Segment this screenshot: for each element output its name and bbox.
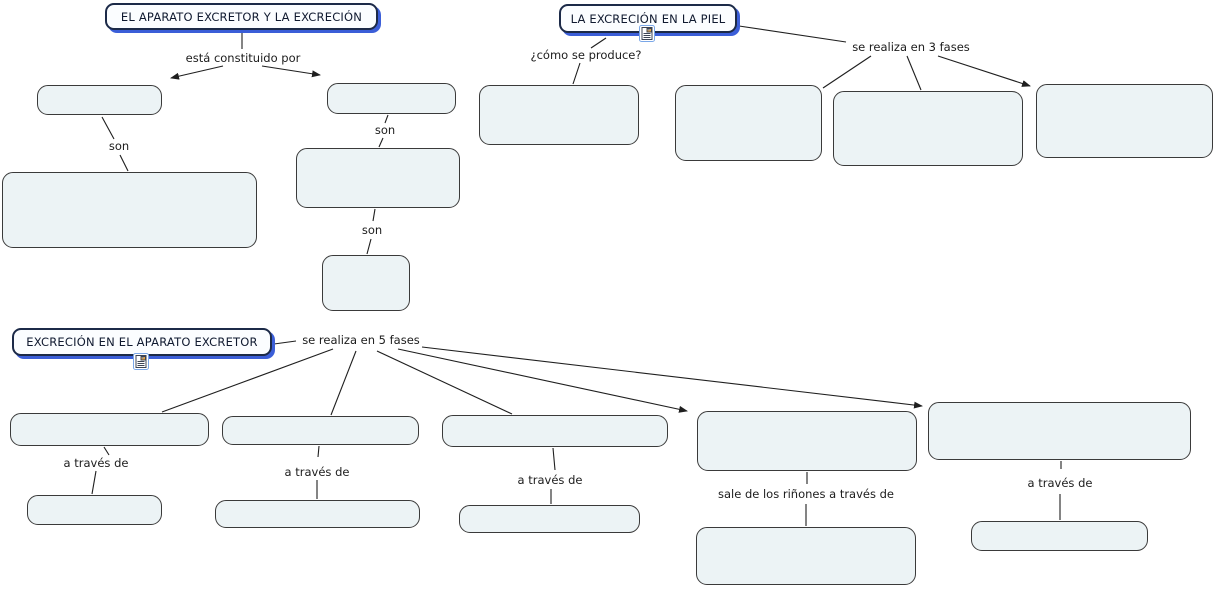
connector-line <box>552 447 556 471</box>
concept-box-traves5[interactable] <box>971 521 1148 551</box>
concept-box-piel-fase3[interactable] <box>1036 84 1213 158</box>
concept-box-traves4[interactable] <box>696 527 916 585</box>
concept-box-piel-fase2[interactable] <box>833 91 1023 166</box>
connector-line <box>378 137 384 148</box>
connector-line <box>376 350 513 415</box>
title-text: EXCRECIÓN EN EL APARATO EXCRETOR <box>26 335 258 349</box>
title-text: EL APARATO EXCRETOR Y LA EXCRECIÓN <box>120 9 363 24</box>
connector-line <box>317 445 320 458</box>
linking-phrase-se-realiza-5-fases[interactable]: se realiza en 5 fases <box>302 333 420 347</box>
linking-phrase-son-3[interactable]: son <box>361 223 383 237</box>
concept-box-traves3[interactable] <box>459 505 640 533</box>
connector-arrow <box>170 65 224 80</box>
concept-box-fase3[interactable] <box>442 415 668 447</box>
linking-phrase-se-realiza-3-fases[interactable]: se realiza en 3 fases <box>852 40 970 54</box>
concept-box-left-large[interactable] <box>2 172 257 248</box>
connector-arrow <box>261 65 321 78</box>
connector-line <box>101 116 115 140</box>
connector-line <box>330 350 357 416</box>
concept-box-mid-small[interactable] <box>322 255 410 311</box>
concept-box-fase1[interactable] <box>10 413 209 446</box>
linking-phrase-a-traves-de-3[interactable]: a través de <box>517 473 583 487</box>
linking-phrase-a-traves-de-1[interactable]: a través de <box>63 456 129 470</box>
linking-phrase-a-traves-de-5[interactable]: a través de <box>1027 476 1093 490</box>
linking-phrase-son-2[interactable]: son <box>374 123 396 137</box>
connector-line <box>822 55 872 89</box>
connector-line <box>103 446 110 456</box>
linking-phrase-son-1[interactable]: son <box>108 139 130 153</box>
connector-line <box>372 208 376 222</box>
resource-icon[interactable] <box>133 353 149 370</box>
connector-line <box>273 340 297 345</box>
concept-box-fase4[interactable] <box>697 411 917 471</box>
title-node-excrecion-aparato[interactable]: EXCRECIÓN EN EL APARATO EXCRETOR <box>12 328 272 356</box>
linking-phrase-sale-rinones[interactable]: sale de los riñones a través de <box>717 487 895 501</box>
connector-line <box>366 238 372 255</box>
concept-box-traves1[interactable] <box>27 495 162 525</box>
connector-arrow <box>397 348 688 413</box>
connector-line <box>906 55 922 91</box>
concept-box-produce[interactable] <box>479 85 639 145</box>
connector-arrow <box>937 55 1031 87</box>
title-node-aparato-excretor[interactable]: EL APARATO EXCRETOR Y LA EXCRECIÓN <box>105 3 378 30</box>
concept-box-fase5[interactable] <box>928 402 1191 460</box>
connector-line <box>91 470 97 495</box>
connector-arrow <box>421 346 923 409</box>
concept-box-right-small[interactable] <box>327 83 456 114</box>
concept-box-mid[interactable] <box>296 148 460 208</box>
connector-line <box>119 154 129 172</box>
connector-line <box>572 62 581 85</box>
concept-box-left-small[interactable] <box>37 85 162 115</box>
linking-phrase-a-traves-de-2[interactable]: a través de <box>284 465 350 479</box>
concept-box-fase2[interactable] <box>222 416 419 445</box>
connector-line <box>590 37 607 49</box>
connector-line <box>161 348 334 413</box>
linking-phrase-como-se-produce[interactable]: ¿cómo se produce? <box>530 48 642 62</box>
connector-line <box>738 25 847 43</box>
concept-box-piel-fase1[interactable] <box>675 85 822 161</box>
linking-phrase-esta-constituido-por[interactable]: está constituido por <box>185 51 301 65</box>
title-text: LA EXCRECIÓN EN LA PIEL <box>570 11 726 26</box>
connector-line <box>384 114 389 124</box>
concept-box-traves2[interactable] <box>215 500 420 528</box>
resource-icon[interactable] <box>639 25 655 42</box>
